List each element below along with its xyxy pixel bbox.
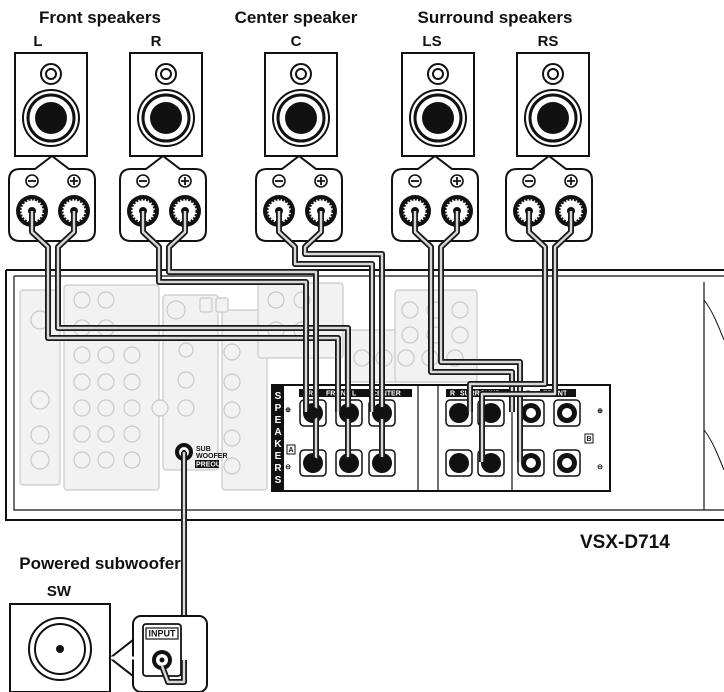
center-label: C [291,33,302,50]
front-right-label: R [151,33,162,50]
subwoofer-input-panel: INPUT [142,623,182,677]
speakers-letter-8: S [275,475,282,486]
terminal-callout-front-left [8,154,96,242]
speakers-letter-7: R [274,463,282,474]
speakers-letter-5: K [274,439,282,450]
speaker-surround-right [516,52,590,157]
cable-terminations [307,407,497,469]
surround-right-label: RS [538,33,559,50]
section-a-label: A [288,447,293,454]
terminal-callout-front-right [119,154,207,242]
speakers-letter-1: S [275,391,282,402]
speakers-letter-2: P [275,403,282,414]
sub-label: SUB [196,446,211,453]
surround-r-label: R [450,391,455,398]
section-b-label: B [586,436,591,443]
terminal-callout-center [255,154,343,242]
speaker-front-left [14,52,88,157]
center-speaker-heading: Center speaker [235,8,358,27]
speaker-terminal-block: A B ⊕ ⊖ ⊕ ⊖ S P E A K E R S R FRONT L CE… [271,384,611,492]
surround-speakers-heading: Surround speakers [418,8,573,27]
front-speakers-heading: Front speakers [39,8,161,27]
woofer-label: WOOFER [196,453,228,460]
terminal-callout-surround-right [505,154,593,242]
speakers-letter-4: A [274,427,281,438]
subwoofer-heading: Powered subwoofer [19,554,181,573]
speaker-center [264,52,338,157]
svg-text:⊕: ⊕ [597,408,603,415]
subwoofer-label: SW [47,583,72,600]
surround-left-label: LS [422,33,441,50]
speaker-front-right [129,52,203,157]
input-label: INPUT [149,629,177,639]
speaker-cables [29,211,574,685]
center-terminal-label: CENTER [372,391,401,398]
front-a-l-label: L [352,391,357,398]
svg-text:⊕: ⊕ [285,407,291,414]
front-a-r-label: R [308,391,313,398]
model-name: VSX-D714 [580,532,670,553]
speakers-letter-3: E [275,415,282,426]
subwoofer-cable-end-inner [160,660,186,684]
svg-text:⊖: ⊖ [597,464,603,471]
preout-label: PREOUT [196,462,226,469]
svg-text:⊖: ⊖ [285,464,291,471]
front-b-l-label: L [566,391,571,398]
speaker-surround-left [401,52,475,157]
terminal-callout-surround-left [391,154,479,242]
speakers-letter-6: E [275,451,282,462]
front-left-label: L [33,33,42,50]
